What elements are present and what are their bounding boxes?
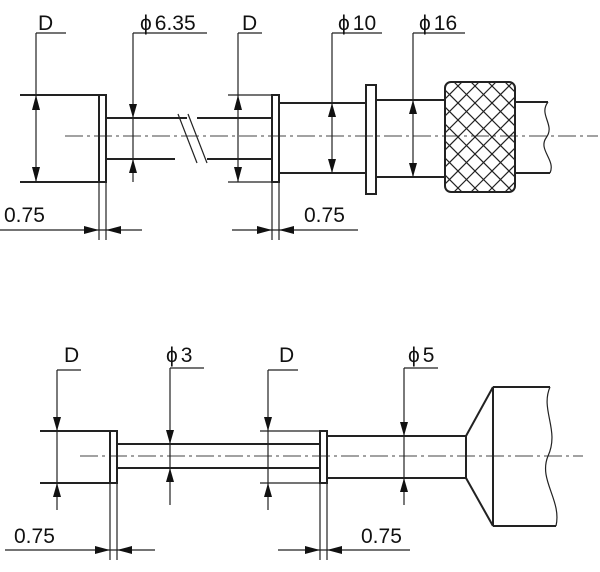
top-gauge: D ϕ6.35 D ϕ10 ϕ16 0.75 0.75 bbox=[0, 12, 598, 240]
top-label-gap-right: 0.75 bbox=[304, 204, 345, 227]
bottom-phi-symbol: ϕ bbox=[166, 344, 178, 367]
top-dim-gap-left bbox=[0, 182, 142, 240]
bottom-right-anvil bbox=[319, 430, 328, 484]
bottom-label-d-left: D bbox=[64, 344, 79, 367]
bottom-dim-gap-right bbox=[278, 483, 410, 560]
top-right-anvil bbox=[271, 94, 280, 183]
top-dim-collar bbox=[409, 32, 465, 177]
bottom-shank bbox=[327, 435, 467, 479]
top-dim-d-right bbox=[228, 32, 272, 183]
bottom-label-gap-left: 0.75 bbox=[14, 525, 55, 548]
bottom-dim-gap-left bbox=[5, 483, 155, 560]
bottom-label-d-right: D bbox=[279, 344, 294, 367]
top-shank bbox=[279, 102, 366, 174]
top-knurled-handle bbox=[444, 81, 516, 193]
bottom-label-gap-right: 0.75 bbox=[361, 525, 402, 548]
top-label-gap-left: 0.75 bbox=[4, 204, 45, 227]
bottom-dim-d-right bbox=[260, 369, 320, 510]
bottom-pin bbox=[117, 443, 320, 469]
top-dim-shank bbox=[328, 32, 382, 173]
bottom-dim-shank bbox=[400, 367, 438, 505]
top-phi-symbol: ϕ bbox=[419, 12, 431, 35]
top-phi-symbol: ϕ bbox=[140, 12, 152, 35]
bottom-dim-d-left bbox=[53, 369, 81, 510]
top-dim-gap-right bbox=[232, 182, 358, 240]
bottom-dim-pin bbox=[166, 367, 204, 505]
top-left-anvil bbox=[20, 94, 107, 183]
top-label-d-left: D bbox=[38, 12, 53, 35]
top-label-d-right: D bbox=[242, 12, 257, 35]
top-left-pin bbox=[106, 113, 272, 164]
bottom-phi-symbol: ϕ bbox=[408, 344, 420, 367]
bottom-left-anvil bbox=[40, 430, 118, 484]
top-dim-pin bbox=[129, 32, 207, 182]
top-phi-symbol: ϕ bbox=[338, 12, 350, 35]
top-dim-d-left bbox=[32, 32, 66, 182]
top-handle-extension bbox=[515, 101, 552, 174]
bottom-handle bbox=[465, 386, 558, 527]
top-collar bbox=[365, 84, 445, 195]
